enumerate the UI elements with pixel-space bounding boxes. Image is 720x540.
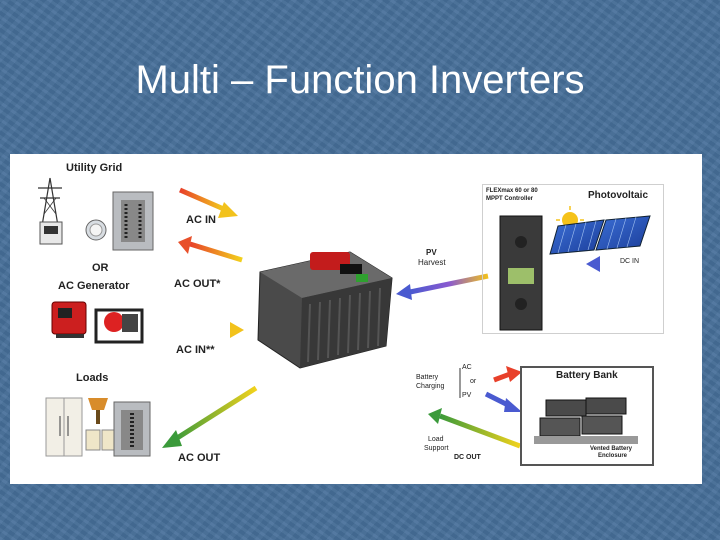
label-enclosure: Enclosure	[598, 453, 628, 459]
label-pv-option: PV	[462, 392, 472, 399]
inverter-icon	[257, 251, 393, 369]
generator-red-icon	[51, 301, 87, 338]
batteries-icon	[534, 397, 638, 444]
transmission-tower-icon	[38, 177, 62, 227]
label-ac-out: AC OUT	[178, 452, 221, 464]
label-pv: PV	[426, 248, 437, 257]
slide-title: Multi – Function Inverters	[135, 58, 585, 102]
label-charging: Charging	[416, 383, 445, 390]
label-loads: Loads	[76, 372, 109, 384]
label-dc-in: DC IN	[620, 258, 640, 265]
arrow-ac-out	[162, 385, 258, 448]
label-ac-generator: AC Generator	[58, 280, 130, 292]
label-controller-type: MPPT Controller	[486, 196, 534, 202]
arrow-ac-in-2	[176, 322, 244, 338]
label-vented-battery: Vented Battery	[590, 446, 633, 452]
label-battery-bank: Battery Bank	[556, 370, 618, 381]
load-panel-icon	[113, 401, 151, 457]
arrow-battery-pv	[484, 391, 522, 412]
label-dc-out: DC OUT	[454, 454, 481, 461]
electric-meter-icon	[39, 219, 107, 245]
label-photovoltaic: Photovoltaic	[588, 190, 649, 201]
label-battery: Battery	[416, 374, 439, 381]
label-ac-option: AC	[462, 364, 472, 371]
charge-controller-icon	[499, 215, 543, 331]
label-ac-out-star: AC OUT*	[174, 278, 221, 290]
label-ac-in: AC IN	[186, 214, 216, 226]
label-ac-in-2: AC IN**	[176, 344, 215, 356]
label-utility-grid: Utility Grid	[66, 162, 123, 174]
label-or: OR	[92, 262, 109, 274]
arrow-dc-in	[586, 256, 642, 272]
battery-bank-box	[520, 366, 654, 466]
arrow-ac-in	[179, 187, 238, 218]
breaker-panel-icon	[112, 191, 154, 251]
generator-frame-icon	[94, 308, 144, 344]
diagram-graphics	[38, 177, 651, 457]
lamp-icon	[88, 398, 108, 424]
label-load: Load	[428, 436, 444, 443]
arrow-pv-harvest	[396, 273, 489, 300]
outlet-icon	[85, 429, 117, 451]
arrow-load-support	[428, 408, 521, 449]
refrigerator-icon	[45, 397, 83, 457]
arrow-battery-ac	[493, 366, 522, 383]
arrow-ac-out-star	[178, 236, 243, 263]
solar-panel-icon	[549, 215, 651, 255]
label-or-small: or	[470, 378, 477, 385]
label-support: Support	[424, 445, 449, 452]
label-harvest: Harvest	[418, 258, 446, 267]
inverter-diagram: Utility Grid OR AC Generator Loads AC IN…	[10, 154, 702, 484]
label-controller-model: FLEXmax 60 or 80	[486, 188, 538, 194]
